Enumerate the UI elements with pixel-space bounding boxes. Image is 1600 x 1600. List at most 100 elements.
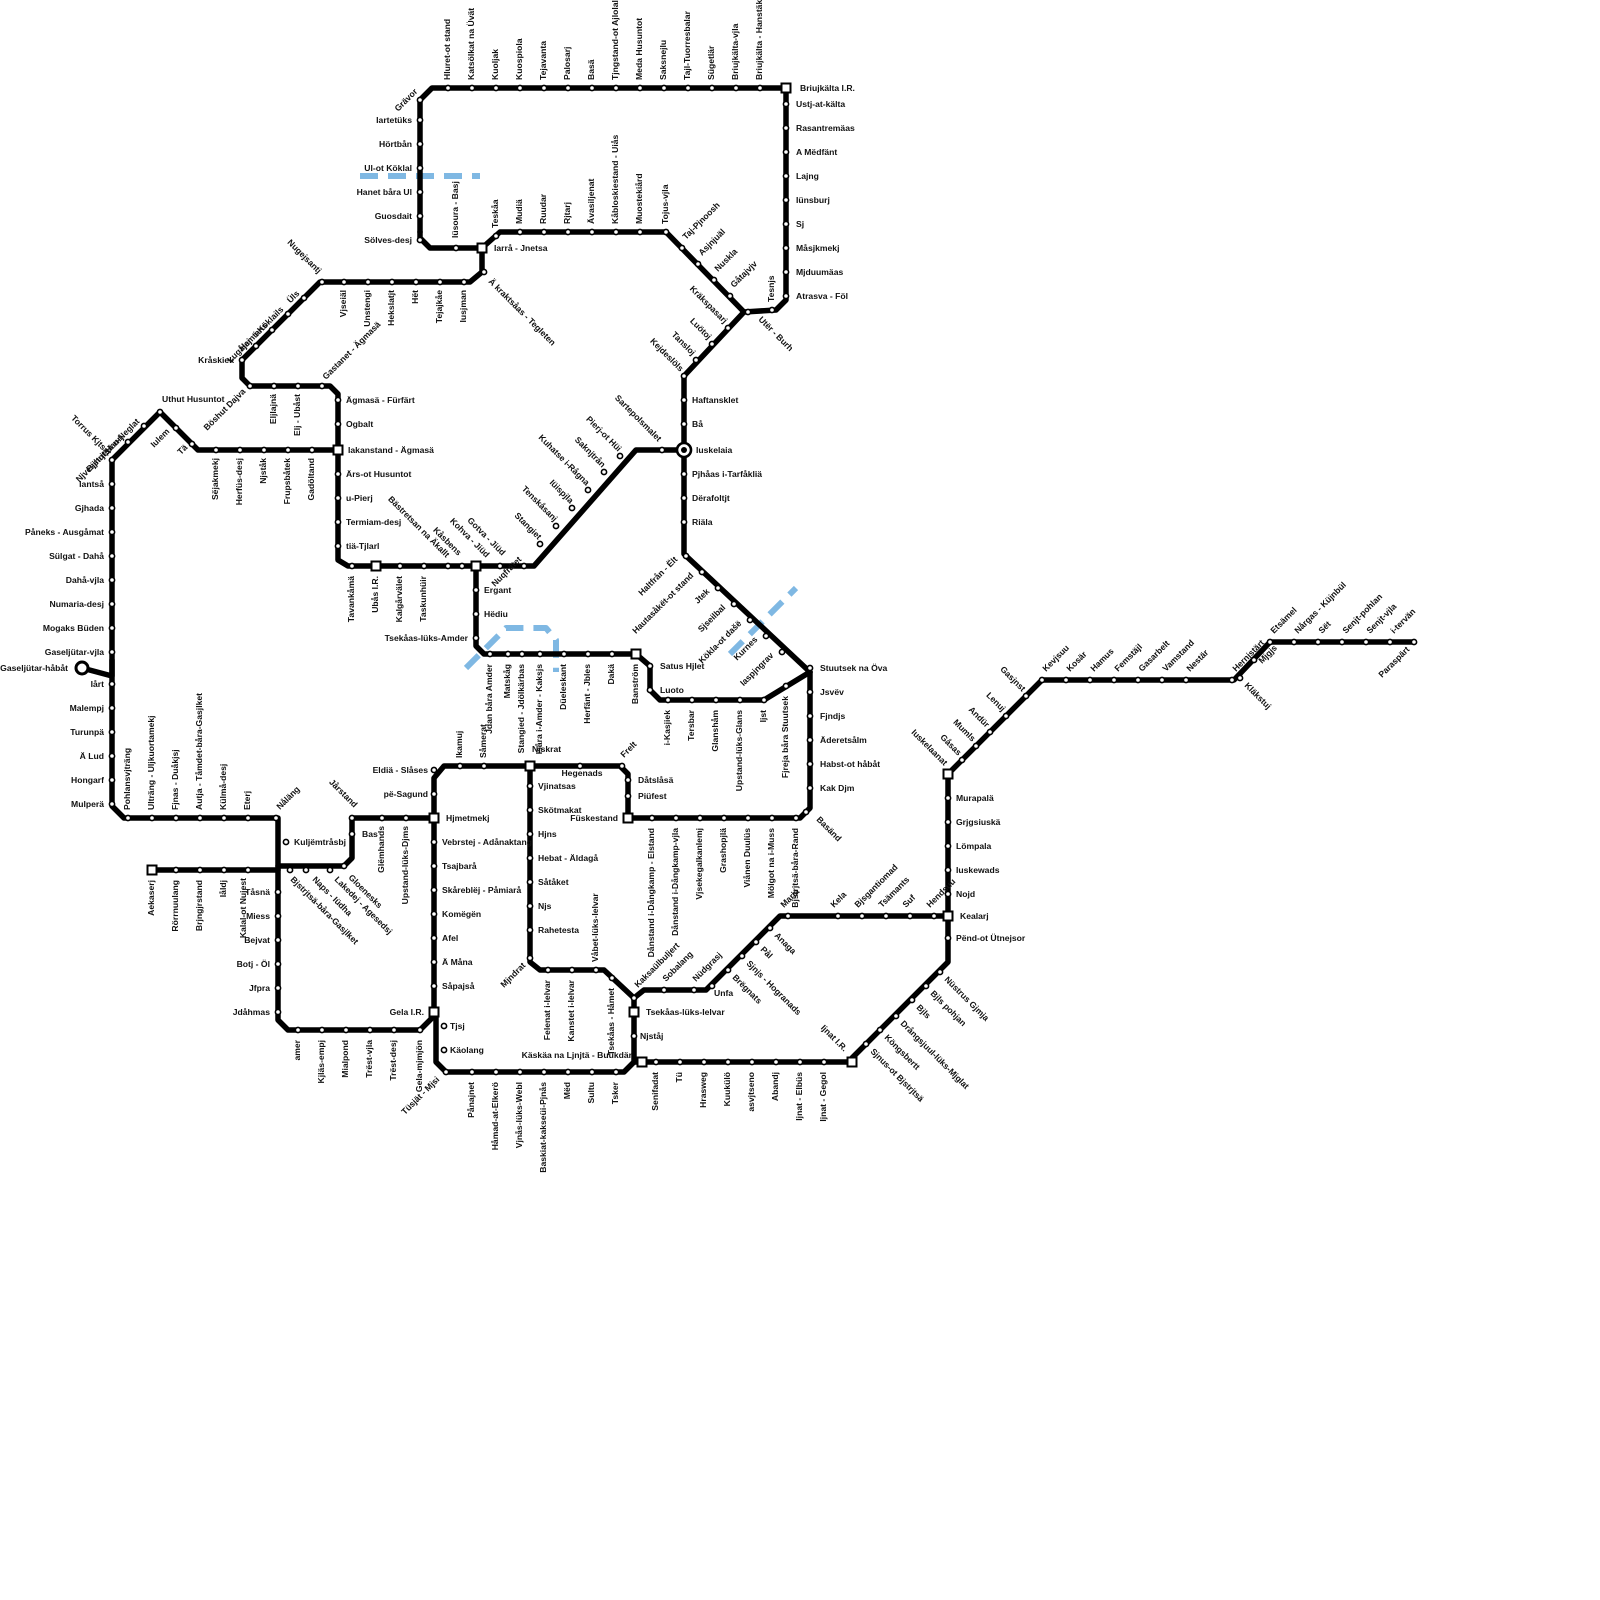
station[interactable] <box>589 85 594 90</box>
station-label[interactable]: Gaseljütar-vjla <box>45 647 104 657</box>
station-label[interactable]: Vjinatsas <box>538 781 576 791</box>
station[interactable] <box>527 879 532 884</box>
station[interactable] <box>803 809 808 814</box>
station-label[interactable]: Ulträng - Uljkuortamekj <box>146 715 156 810</box>
station[interactable] <box>76 662 88 674</box>
station[interactable] <box>417 117 422 122</box>
station-label[interactable]: Hluret-ot stand <box>442 19 452 80</box>
station-label[interactable]: Tajl-Tuorresbalar <box>682 10 692 80</box>
station-label[interactable]: Banström <box>630 664 640 704</box>
station-label[interactable]: Muostekiård <box>634 173 644 224</box>
station-label[interactable]: Sölves-desj <box>364 235 412 245</box>
station-label[interactable]: Luoto <box>660 685 684 695</box>
station-label[interactable]: Tsekåas - Håmet <box>606 988 616 1055</box>
station-label[interactable]: Ijst <box>758 710 768 723</box>
station[interactable] <box>727 293 732 298</box>
station[interactable] <box>537 651 542 656</box>
station-label[interactable]: Turunpä <box>70 727 104 737</box>
station[interactable] <box>859 913 864 918</box>
station-label[interactable]: Såpajså <box>442 981 475 991</box>
station-label[interactable]: i-Kasjiek <box>662 710 672 746</box>
station[interactable] <box>261 447 266 452</box>
station-label[interactable]: Ägmasä - Fürfärt <box>346 395 415 405</box>
station[interactable] <box>779 649 784 654</box>
station[interactable] <box>637 229 642 234</box>
station[interactable] <box>807 713 812 718</box>
station[interactable] <box>1159 677 1164 682</box>
station[interactable] <box>237 447 242 452</box>
station[interactable] <box>527 927 532 932</box>
station[interactable] <box>609 975 614 980</box>
station-label[interactable]: Elj - Ubåst <box>292 394 302 436</box>
station[interactable] <box>334 446 343 455</box>
station[interactable] <box>737 697 742 702</box>
station-label[interactable]: Kuljëmtråsbj <box>294 837 346 847</box>
station-label[interactable]: Glanshåm <box>710 710 720 752</box>
station[interactable] <box>695 261 700 266</box>
station-label[interactable]: Vjsekegalkanlemj <box>694 828 704 900</box>
station[interactable] <box>417 1027 422 1032</box>
station-label[interactable]: Briujkälta-vjla <box>730 23 740 80</box>
station-label[interactable]: Herfänt - Jbles <box>582 664 592 724</box>
station-label[interactable]: Afel <box>442 933 458 943</box>
station[interactable] <box>275 1009 280 1014</box>
station-label[interactable]: Paraspärt <box>1376 644 1411 679</box>
station-label[interactable]: Glëmhands <box>376 826 386 873</box>
station-label[interactable]: Stuutsek na Öva <box>820 663 888 673</box>
station[interactable] <box>109 553 114 558</box>
station[interactable] <box>487 651 492 656</box>
station-label[interactable]: Kråskiek <box>198 355 234 365</box>
station[interactable] <box>661 85 666 90</box>
station-label[interactable]: Senifadat <box>650 1072 660 1111</box>
station[interactable] <box>661 987 666 992</box>
station[interactable] <box>681 495 686 500</box>
station-label[interactable]: Iakanstand - Ägmasä <box>348 445 434 455</box>
station[interactable] <box>835 913 840 918</box>
station[interactable] <box>431 791 436 796</box>
station-label[interactable]: Såmerat <box>478 724 488 758</box>
station[interactable] <box>569 967 574 972</box>
station[interactable] <box>327 867 332 872</box>
station-label[interactable]: Sartepolsmalet <box>613 393 664 444</box>
station[interactable] <box>430 1008 439 1017</box>
station[interactable] <box>343 1027 348 1032</box>
station-label[interactable]: Hörtbån <box>379 139 412 149</box>
station[interactable] <box>431 887 436 892</box>
station-label[interactable]: Mulperä <box>71 799 104 809</box>
station-label[interactable]: Vebrstej - Adånaktang <box>442 837 532 847</box>
station-label[interactable]: Iantså <box>79 479 104 489</box>
station-label[interactable]: Gåtajvjv <box>728 259 759 290</box>
station-label[interactable]: Jdan båra Amder <box>484 663 494 734</box>
station[interactable] <box>848 1058 857 1067</box>
station-label[interactable]: Iünsburj <box>796 195 830 205</box>
station[interactable] <box>271 383 276 388</box>
station[interactable] <box>247 383 252 388</box>
station[interactable] <box>430 814 439 823</box>
station-label[interactable]: Hjmetmekj <box>446 813 489 823</box>
station-label[interactable]: Skötmakat <box>538 805 582 815</box>
station[interactable] <box>335 543 340 548</box>
station[interactable] <box>431 959 436 964</box>
station-label[interactable]: Ijnat I.R. <box>819 1023 850 1054</box>
station[interactable] <box>681 471 686 476</box>
station-label[interactable]: Gela-mjmjön <box>414 1040 424 1092</box>
station[interactable] <box>109 577 114 582</box>
station[interactable] <box>541 229 546 234</box>
station-label[interactable]: Tansloj <box>670 330 698 358</box>
station-label[interactable]: Tesnjs <box>766 275 776 302</box>
station-label[interactable]: Hebat - Äldagå <box>538 853 598 863</box>
station-label[interactable]: Käolang <box>450 1045 484 1055</box>
station-label[interactable]: Sjnus-ot Bjstrjtsä <box>869 1046 927 1104</box>
station-label[interactable]: Nåläng <box>274 784 301 811</box>
station[interactable] <box>473 635 478 640</box>
station[interactable] <box>365 279 370 284</box>
station[interactable] <box>783 221 788 226</box>
station[interactable] <box>519 651 524 656</box>
station[interactable] <box>783 149 788 154</box>
station-label[interactable]: Ijnat - Gegol <box>818 1072 828 1122</box>
station[interactable] <box>745 309 750 314</box>
station-label[interactable]: Vjnås-lüks-Webl <box>514 1082 524 1148</box>
station[interactable] <box>109 801 114 806</box>
station[interactable] <box>431 863 436 868</box>
station[interactable] <box>295 383 300 388</box>
